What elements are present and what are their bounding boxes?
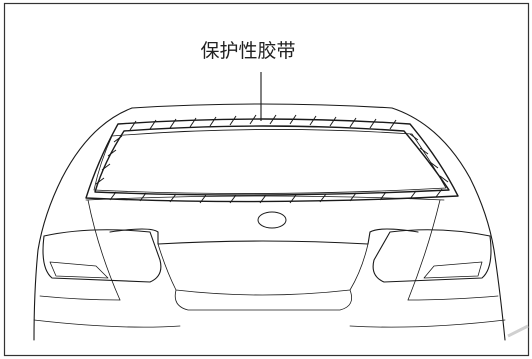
body-crease-left (39, 295, 121, 301)
left-tail-lamp (42, 229, 162, 283)
bumper-right-line (349, 319, 506, 328)
body-crease-right (407, 295, 499, 301)
callout-label: 保护性胶带 (200, 40, 295, 62)
right-tail-lamp (372, 229, 492, 283)
left-pillar-line (87, 199, 121, 301)
body-right-side (469, 177, 506, 341)
bumper-left-line (33, 319, 181, 328)
right-pillar-line (407, 199, 441, 301)
frame-border (3, 2, 530, 357)
roof-line (131, 103, 471, 179)
trunk-lid-panel (157, 243, 369, 296)
license-plate-recess (174, 289, 353, 311)
protective-tape-inner (94, 125, 450, 196)
body-left-side (33, 177, 63, 341)
left-tail-lamp-inner (49, 261, 109, 279)
emblem-icon (257, 211, 287, 229)
rear-window-inner (93, 129, 447, 194)
tape-hatching (95, 114, 449, 204)
protective-tape-outer (85, 118, 459, 203)
right-tail-lamp-inner (423, 261, 483, 279)
watermark-mark (507, 324, 529, 338)
roof-line-left (61, 107, 133, 179)
trunk-lid-top (109, 228, 419, 245)
